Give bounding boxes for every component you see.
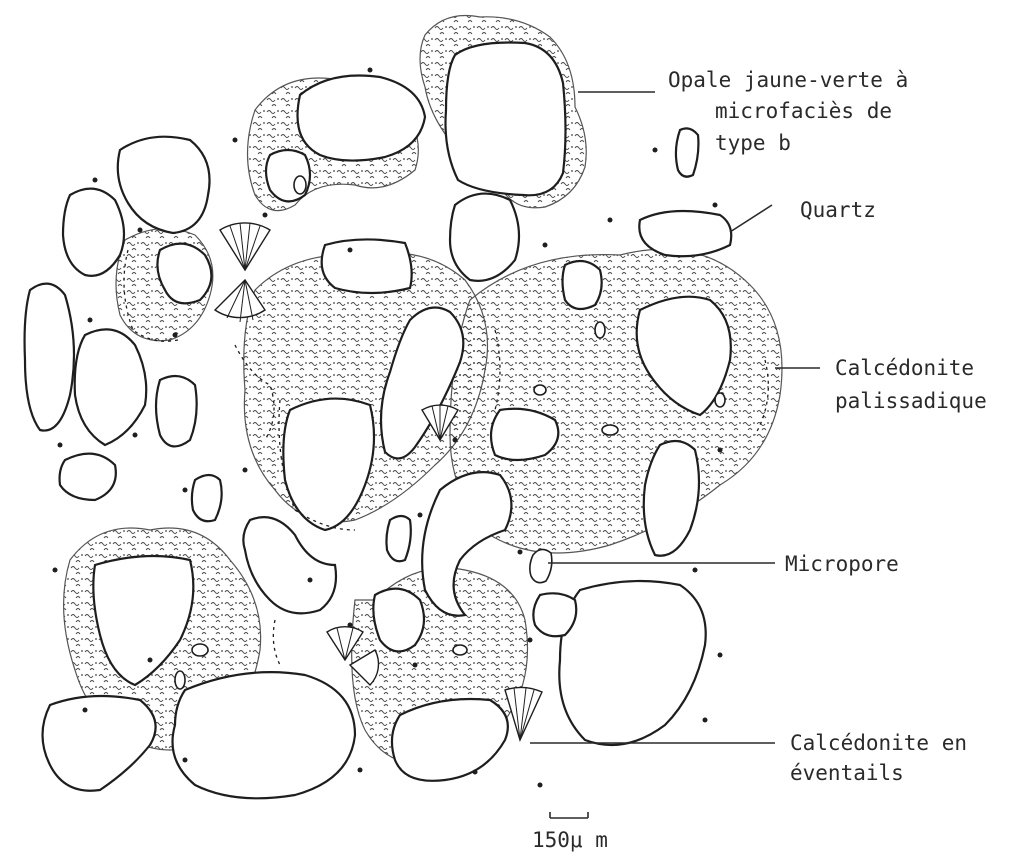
quartz-grain [43,696,156,791]
label-quartz: Quartz [800,198,876,222]
quartz-grain [75,329,147,445]
micropore [530,549,552,582]
label-calcedonite-eventails-line2: éventails [790,761,904,785]
leader-quartz [730,205,772,232]
quartz-grain [173,672,356,798]
quartz-grain [446,43,566,196]
fan-cluster [505,688,542,740]
fan-cluster [215,223,270,322]
quartz-grain [156,376,197,446]
quartz-grain [63,189,124,276]
scale-bar-label: 150μ m [532,828,608,852]
label-calcedonite-palissadique-line1: Calcédonite [835,356,974,380]
scale-bar: 150μ m [532,812,608,852]
label-calcedonite-palissadique-line2: palissadique [835,389,987,413]
label-micropore: Micropore [785,552,899,576]
label-opale-line1: Opale jaune-verte à [668,68,908,92]
quartz-grain [676,128,699,176]
quartz-grain [559,581,705,745]
quartz-grain [192,475,222,521]
quartz-grain [491,409,558,460]
quartz-grain [644,441,699,556]
quartz-grain [392,699,508,781]
quartz-grain [373,589,424,652]
quartz-grain [322,239,412,293]
quartz-grain [25,284,74,431]
label-opale-line2: microfaciès de [715,99,892,123]
quartz-grain [563,261,602,309]
quartz-grain [386,516,410,561]
quartz-grain [298,75,426,160]
quartz-grain [60,454,116,500]
quartz-grain [118,137,210,233]
label-opale-line3: type b [715,131,791,155]
quartz-grain [266,150,310,201]
quartz-grain [533,593,576,636]
quartz-grain [243,517,336,613]
label-calcedonite-eventails-line1: Calcédonite en [790,731,967,755]
quartz-grain [639,211,731,256]
quartz-grain [450,194,519,281]
